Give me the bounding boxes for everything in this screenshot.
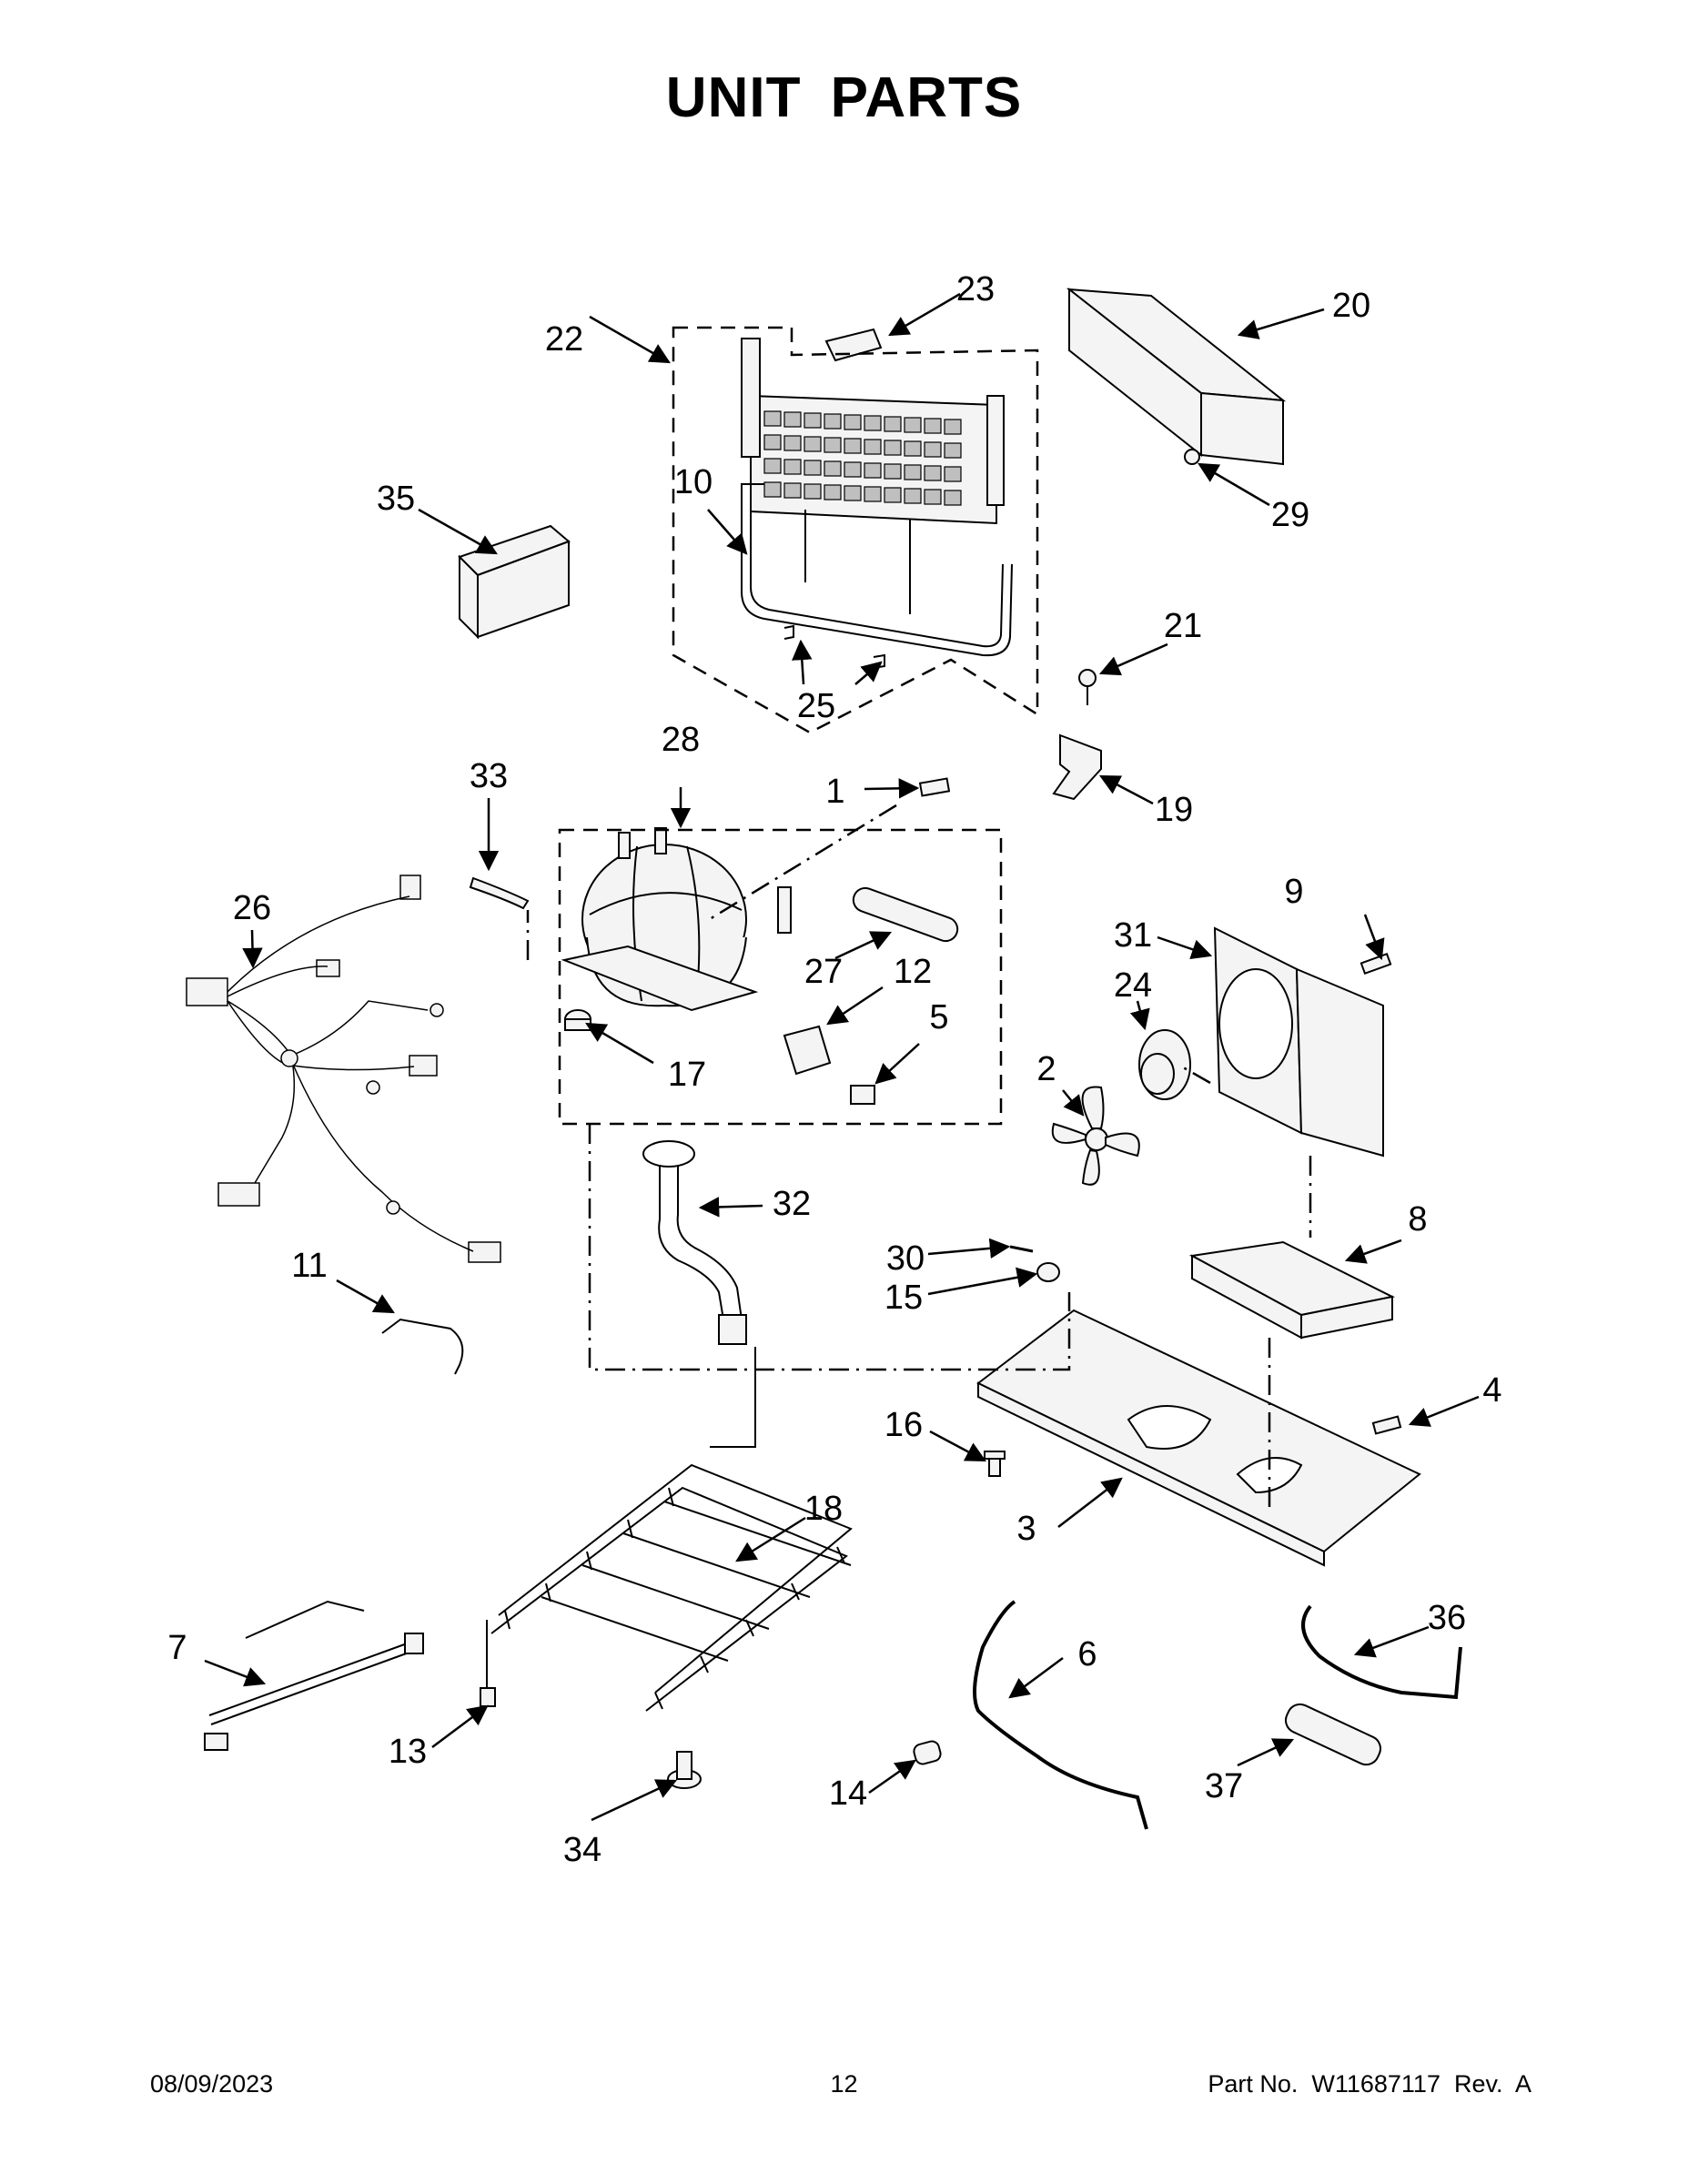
part-30-pin <box>1009 1245 1034 1253</box>
callout-37: 37 <box>1205 1767 1243 1805</box>
callout-4: 4 <box>1482 1371 1501 1410</box>
part-24-motor <box>1138 1029 1191 1100</box>
part-2-fan <box>1051 1086 1140 1186</box>
part-21-screw <box>1078 669 1097 705</box>
callout-20: 20 <box>1332 287 1370 325</box>
callout-27: 27 <box>804 953 843 991</box>
part-6-tube <box>973 1600 1148 1830</box>
part-13-sensor <box>480 1620 496 1707</box>
part-11-clip <box>381 1318 464 1375</box>
callout-2: 2 <box>1036 1050 1056 1088</box>
part-32-drain <box>642 1140 747 1345</box>
callout-35: 35 <box>377 480 415 518</box>
callout-29: 29 <box>1271 496 1309 534</box>
part-1-bolt <box>918 777 951 797</box>
callout-18: 18 <box>804 1490 843 1528</box>
dash-dot-line-a <box>588 1124 1071 1371</box>
part-29-screw <box>1184 449 1200 465</box>
callout-25: 25 <box>797 687 835 725</box>
part-15-grommet <box>1036 1262 1060 1282</box>
part-26-harness <box>186 875 501 1263</box>
footer-page-number: 12 <box>830 2070 858 2098</box>
callout-9: 9 <box>1284 873 1303 911</box>
callout-5: 5 <box>929 998 948 1036</box>
callout-23: 23 <box>956 270 995 308</box>
dashed-outline-evaporator <box>672 326 1039 734</box>
callout-11: 11 <box>291 1247 327 1285</box>
page-title: UNIT PARTS <box>665 66 1023 129</box>
callout-36: 36 <box>1428 1599 1466 1637</box>
part-7-harness <box>204 1600 424 1751</box>
footer-date: 08/09/2023 <box>150 2070 274 2098</box>
callout-1: 1 <box>825 773 844 811</box>
callout-24: 24 <box>1114 966 1152 1005</box>
callout-28: 28 <box>662 721 700 759</box>
callout-19: 19 <box>1155 791 1193 829</box>
part-14-spacer <box>913 1740 942 1765</box>
callout-10: 10 <box>674 463 713 501</box>
callout-16: 16 <box>884 1406 923 1444</box>
part-17-grommet <box>564 1009 591 1031</box>
callout-3: 3 <box>1016 1510 1036 1548</box>
callout-33: 33 <box>470 757 508 795</box>
part-4-screw <box>1371 1415 1402 1435</box>
callout-8: 8 <box>1408 1200 1427 1239</box>
callout-22: 22 <box>545 320 583 359</box>
callout-34: 34 <box>563 1831 601 1869</box>
part-10-heater <box>741 483 1013 657</box>
part-5-cap <box>850 1085 875 1105</box>
part-12-relay <box>783 1025 832 1076</box>
callout-17: 17 <box>668 1056 706 1094</box>
part-28-compressor <box>561 827 792 1012</box>
part-31-shroud <box>1213 926 1384 1158</box>
part-8-bracket <box>1188 1240 1396 1340</box>
part-3-baseplate <box>976 1309 1421 1567</box>
part-33-strap <box>469 876 530 910</box>
part-27-drier <box>852 886 959 943</box>
callout-6: 6 <box>1077 1635 1097 1673</box>
callout-14: 14 <box>829 1774 867 1813</box>
callout-26: 26 <box>233 889 271 927</box>
callout-13: 13 <box>389 1733 427 1771</box>
callout-32: 32 <box>773 1185 811 1223</box>
callout-12: 12 <box>894 953 932 991</box>
part-37-sleeve <box>1284 1703 1382 1766</box>
callout-21: 21 <box>1164 607 1202 645</box>
part-19-bracket <box>1052 733 1102 801</box>
part-16-screw <box>984 1451 1006 1477</box>
part-18-condenser <box>490 1347 853 1712</box>
callout-31: 31 <box>1114 916 1152 955</box>
callout-15: 15 <box>884 1279 923 1317</box>
callout-30: 30 <box>886 1239 925 1278</box>
footer-part-number: Part No. W11687117 Rev. A <box>1208 2070 1531 2098</box>
part-9-screw <box>1359 952 1392 976</box>
callout-7: 7 <box>167 1629 187 1667</box>
part-23-pad <box>824 328 883 362</box>
dash-dot-line-e <box>1178 1063 1211 1085</box>
part-22-evaporator <box>741 338 1005 525</box>
part-35-board <box>458 524 571 640</box>
part-25-clips <box>783 624 885 669</box>
part-36-tube <box>1301 1604 1462 1700</box>
part-20-cover <box>1066 287 1287 466</box>
